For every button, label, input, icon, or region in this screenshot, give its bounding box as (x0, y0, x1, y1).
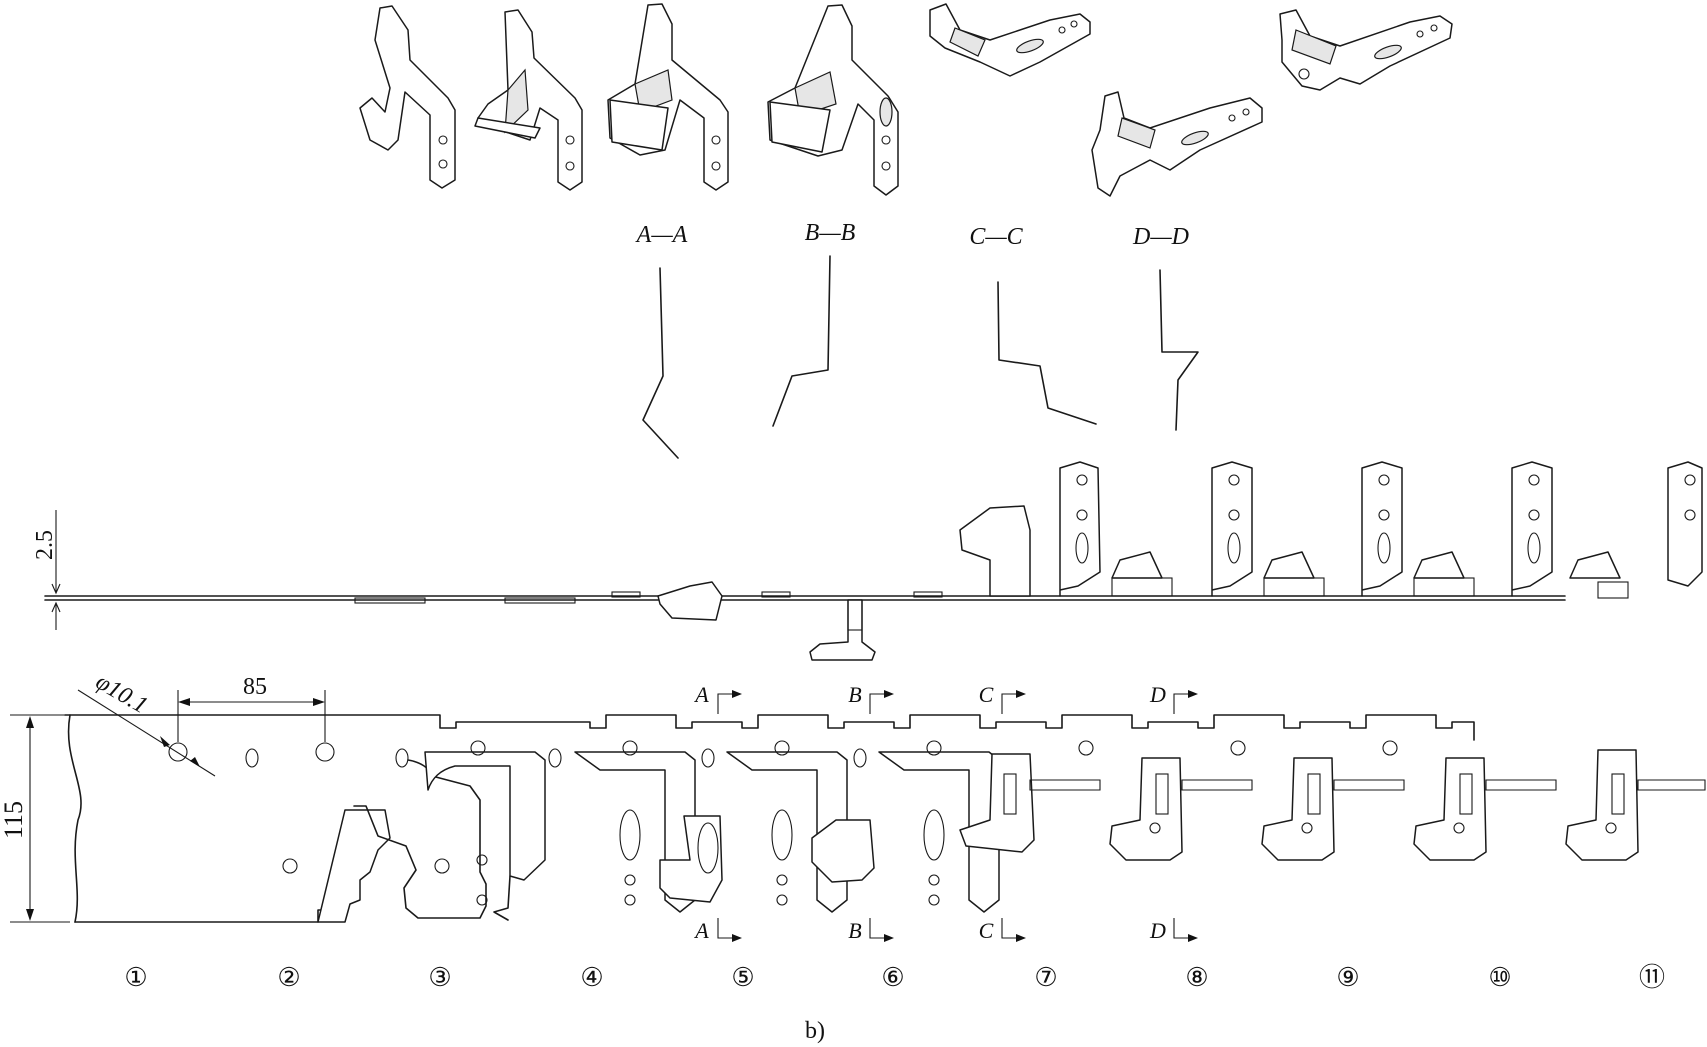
station-numbers: ① ② ③ ④ ⑤ ⑥ ⑦ ⑧ ⑨ ⑩ ⑪ (124, 963, 1665, 992)
section-profile-c (997, 281, 1097, 425)
cut-marker-d-bottom: D (1149, 918, 1166, 943)
section-profile-a (642, 267, 679, 459)
station-number-9: ⑨ (1336, 963, 1359, 992)
station-number-2: ② (277, 963, 300, 992)
station-number-11: ⑪ (1639, 963, 1665, 992)
cut-markers-bottom: A B C D (693, 918, 1198, 943)
pilot-hole-dimension: φ10.1 (91, 669, 152, 719)
iso-view-7 (1279, 9, 1453, 91)
section-profile-b (772, 255, 831, 427)
blank-j-shapes (574, 751, 1000, 913)
strip-plan-view: 115 85 φ10.1 A B C D A B C (0, 669, 1706, 943)
strip-side-view: 2.5 (32, 461, 1703, 661)
station-number-3: ③ (428, 963, 451, 992)
pitch-dimension: 85 (243, 674, 267, 700)
width-dimension: 115 (0, 801, 28, 839)
cut-marker-d-top: D (1149, 682, 1166, 707)
station-number-7: ⑦ (1034, 963, 1057, 992)
cut-marker-c-bottom: C (979, 918, 994, 943)
isometric-views (359, 3, 1453, 197)
iso-view-4 (767, 4, 899, 196)
section-label-d: D—D (1132, 224, 1189, 250)
iso-view-5 (929, 3, 1091, 77)
iso-view-6 (1091, 91, 1263, 197)
section-label-a: A—A (635, 222, 688, 248)
station-number-6: ⑥ (881, 963, 904, 992)
cut-marker-a-bottom: A (693, 918, 709, 943)
cut-marker-a-top: A (693, 682, 709, 707)
station-number-1: ① (124, 963, 147, 992)
iso-view-2 (474, 9, 583, 191)
station-number-4: ④ (580, 963, 603, 992)
cut-markers-top: A B C D (693, 682, 1198, 714)
iso-view-3 (607, 3, 729, 191)
section-views: A—A B—B C—C D—D (635, 220, 1199, 459)
iso-view-1 (359, 5, 456, 189)
thickness-dimension: 2.5 (32, 530, 58, 560)
cut-marker-b-bottom: B (848, 918, 861, 943)
pilot-holes (168, 740, 1617, 906)
section-label-b: B—B (805, 220, 856, 246)
station-number-10: ⑩ (1488, 963, 1511, 992)
station-number-8: ⑧ (1185, 963, 1208, 992)
section-label-c: C—C (969, 224, 1023, 250)
cut-marker-b-top: B (848, 682, 861, 707)
section-profile-d (1159, 269, 1199, 431)
cut-marker-c-top: C (979, 682, 994, 707)
station-number-5: ⑤ (731, 963, 754, 992)
figure-caption: b) (805, 1018, 825, 1044)
